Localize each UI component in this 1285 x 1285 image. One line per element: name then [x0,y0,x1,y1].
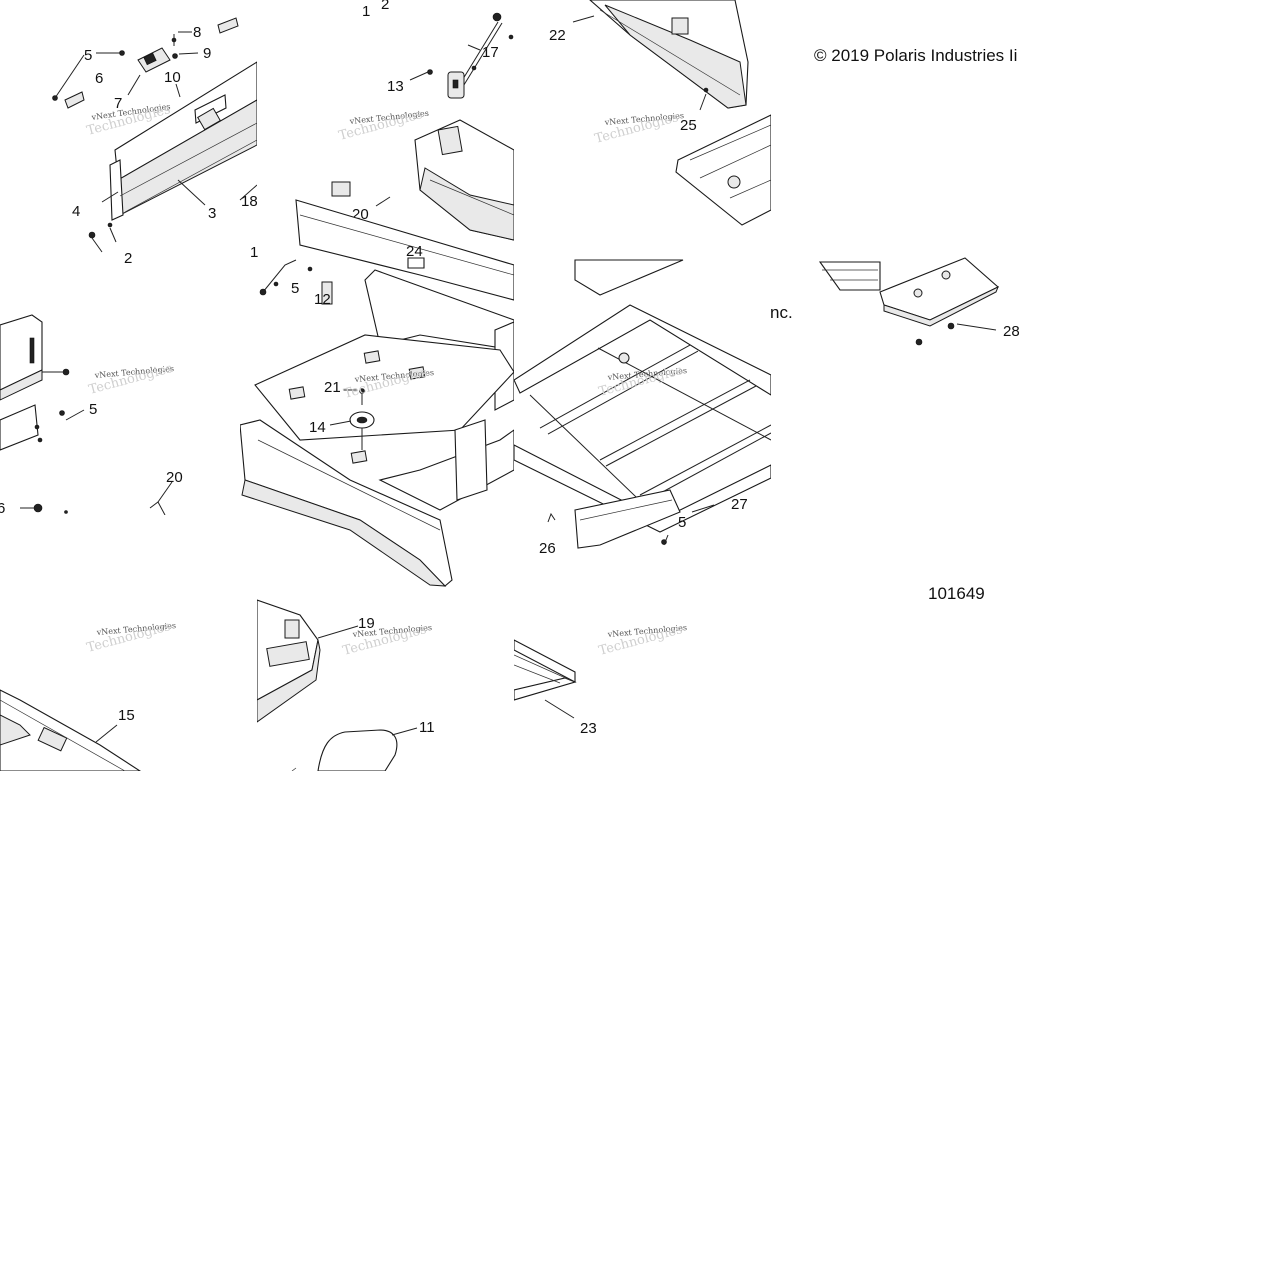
callout: 12 [314,291,331,308]
callout: 27 [731,496,748,513]
callout: 1 [362,3,370,20]
tile-cargo-bed-lights: vNext Technologies Technologies 1 2 13 1… [331,0,514,241]
figure-number: 101649 [928,584,985,603]
callout: 5 [678,514,686,531]
callout: 2 [124,250,132,267]
callout: 18 [241,193,258,210]
callout: 14 [309,419,326,436]
tile-rail-cap: vNext Technologies Technologies 19 11 [257,599,435,771]
callout: 9 [203,45,211,62]
copyright-text: © 2019 Polaris Industries Ii [814,46,1017,65]
callout: 19 [358,615,375,632]
svg-text:Technologies: Technologies [337,107,424,144]
callout: 4 [72,203,80,220]
callout: 11 [419,719,435,736]
callout: 5 [291,280,299,297]
tile-tailgate: vNext Technologies Technologies 5 6 7 8 … [52,17,258,267]
callout: 20 [166,469,183,486]
callout: 8 [193,24,201,41]
callout: 26 [539,540,556,557]
tile-frame-corner: vNext Technologies Technologies 23 [514,622,687,737]
svg-text:Technologies: Technologies [87,361,174,398]
callout: 3 [208,205,216,222]
callout: 7 [114,95,122,112]
svg-text:Technologies: Technologies [597,363,684,400]
tile-tailgate-side: vNext Technologies Technologies 5 20 6 8 [0,314,183,517]
tile-cargo-box: vNext Technologies Technologies 1 5 12 2… [240,199,514,587]
tile-bed-frame: vNext Technologies Technologies 27 5 26 [514,304,771,557]
callout: 6 [95,70,103,87]
tile-side-panel: vNext Technologies Technologies 22 25 [549,0,771,296]
callout: 17 [482,44,499,61]
copyright-fragment: nc. [770,303,793,322]
callout: 5 [84,47,92,64]
callout: 15 [118,707,135,724]
callout: 23 [580,720,597,737]
callout: 24 [406,243,423,260]
callout: 25 [680,117,697,134]
callout: 22 [549,27,566,44]
tile-rail: vNext Technologies Technologies 15 [0,619,176,771]
callout: 13 [387,78,404,95]
callout: 28 [1003,323,1020,340]
callout: 2 [381,0,389,13]
tile-skid-plate: 28 [818,257,1020,346]
callout: 21 [324,379,341,396]
callout: 5 [89,401,97,418]
callout: 10 [164,69,181,86]
callout: 1 [250,244,258,261]
callout: 6 [0,500,5,517]
